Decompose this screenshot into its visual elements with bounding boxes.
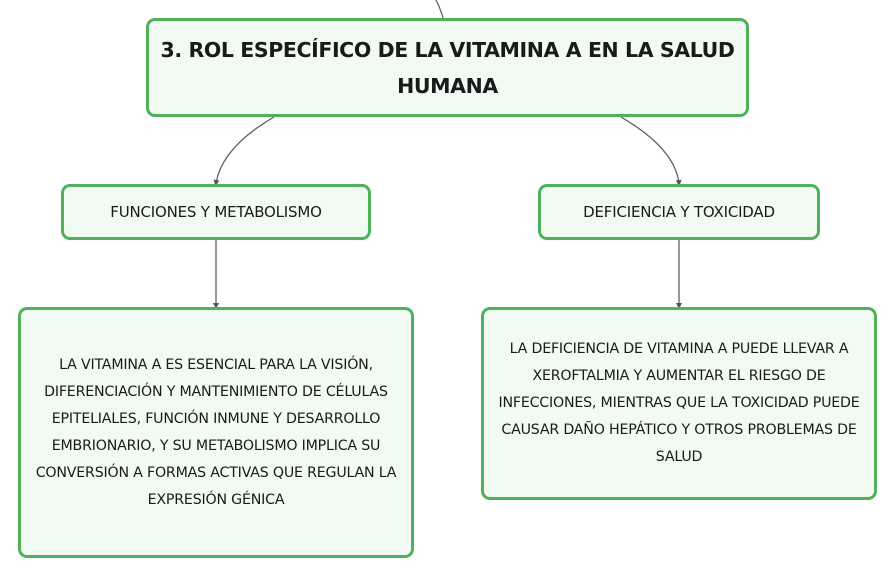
incoming-connector [435,0,444,19]
detail-text-funciones-metabolismo: LA VITAMINA A ES ESENCIAL PARA LA VISIÓN… [35,356,397,508]
subtopic-label-funciones-metabolismo: FUNCIONES Y METABOLISMO [110,203,322,221]
subtopic-label-deficiencia-toxicidad: DEFICIENCIA Y TOXICIDAD [583,203,775,221]
detail-text-deficiencia-toxicidad: LA DEFICIENCIA DE VITAMINA A PUEDE LLEVA… [498,341,860,465]
root-topic-title: 3. ROL ESPECÍFICO DE LA VITAMINA A EN LA… [160,37,735,98]
root-topic-node[interactable]: 3. ROL ESPECÍFICO DE LA VITAMINA A EN LA… [146,18,749,117]
subtopic-node-deficiencia-toxicidad[interactable]: DEFICIENCIA Y TOXICIDAD [538,184,820,240]
connector-root-to-right-branch [620,116,682,186]
connector-root-to-left-branch [213,116,275,186]
detail-node-funciones-metabolismo[interactable]: LA VITAMINA A ES ESENCIAL PARA LA VISIÓN… [18,307,414,558]
subtopic-node-funciones-metabolismo[interactable]: FUNCIONES Y METABOLISMO [61,184,371,240]
detail-node-deficiencia-toxicidad[interactable]: LA DEFICIENCIA DE VITAMINA A PUEDE LLEVA… [481,307,877,500]
